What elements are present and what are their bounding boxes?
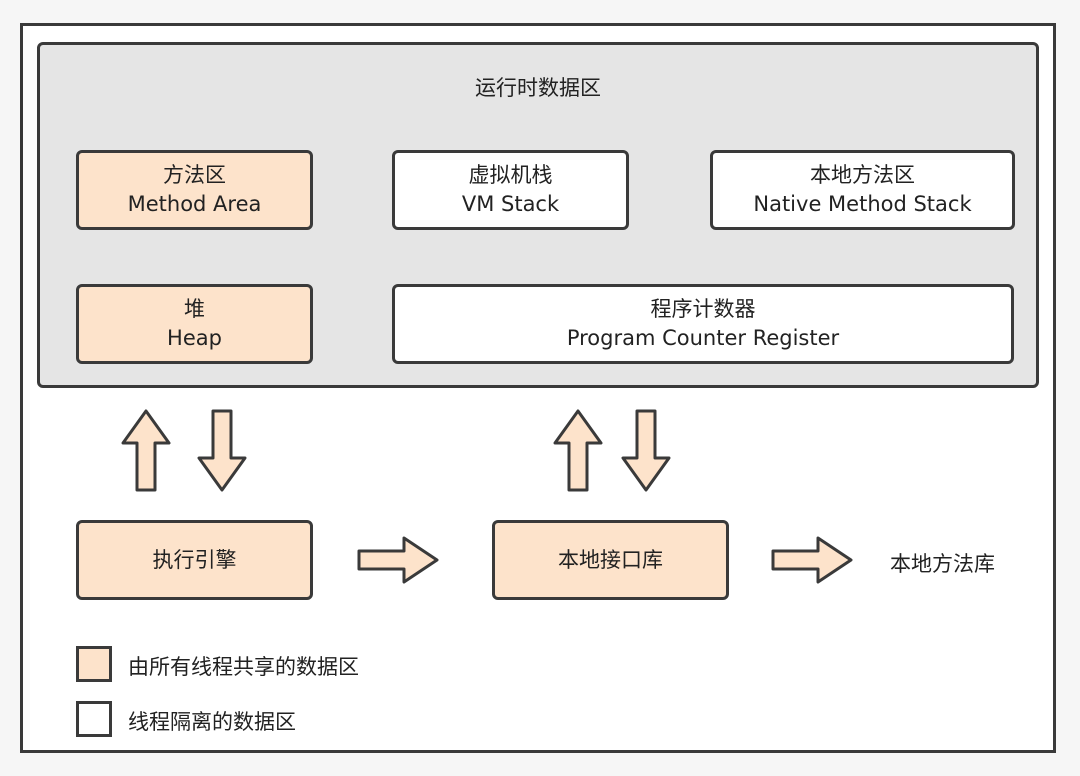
method-area-box: 方法区 Method Area <box>76 150 313 230</box>
heap-en: Heap <box>167 326 222 350</box>
execution-engine-box: 执行引擎 <box>76 520 313 600</box>
program-counter-box: 程序计数器 Program Counter Register <box>392 284 1014 364</box>
native-interface-label: 本地接口库 <box>558 547 663 572</box>
down-arrow-icon <box>197 409 247 492</box>
native-method-stack-en: Native Method Stack <box>753 192 972 216</box>
legend-isolated-swatch <box>76 701 112 737</box>
native-method-stack-box: 本地方法区 Native Method Stack <box>710 150 1015 230</box>
program-counter-cn: 程序计数器 <box>650 297 756 321</box>
up-arrow-icon <box>553 409 603 492</box>
program-counter-en: Program Counter Register <box>566 326 840 350</box>
right-arrow-icon <box>357 536 439 584</box>
up-arrow-icon <box>121 409 171 492</box>
vm-stack-cn: 虚拟机栈 <box>468 163 553 187</box>
right-arrow-icon <box>771 536 853 584</box>
native-interface-box: 本地接口库 <box>492 520 729 600</box>
method-area-en: Method Area <box>127 192 262 216</box>
legend-isolated-label: 线程隔离的数据区 <box>128 710 296 734</box>
execution-engine-label: 执行引擎 <box>152 547 237 572</box>
native-library-label: 本地方法库 <box>890 552 995 576</box>
heap-box: 堆 Heap <box>76 284 313 364</box>
vm-stack-en: VM Stack <box>461 192 560 216</box>
runtime-data-area-title: 运行时数据区 <box>475 76 601 100</box>
method-area-cn: 方法区 <box>163 163 226 187</box>
legend-shared-swatch <box>76 646 112 682</box>
vm-stack-box: 虚拟机栈 VM Stack <box>392 150 629 230</box>
heap-cn: 堆 <box>184 297 205 321</box>
legend-shared-label: 由所有线程共享的数据区 <box>128 655 359 679</box>
down-arrow-icon <box>621 409 671 492</box>
native-method-stack-cn: 本地方法区 <box>810 163 915 187</box>
